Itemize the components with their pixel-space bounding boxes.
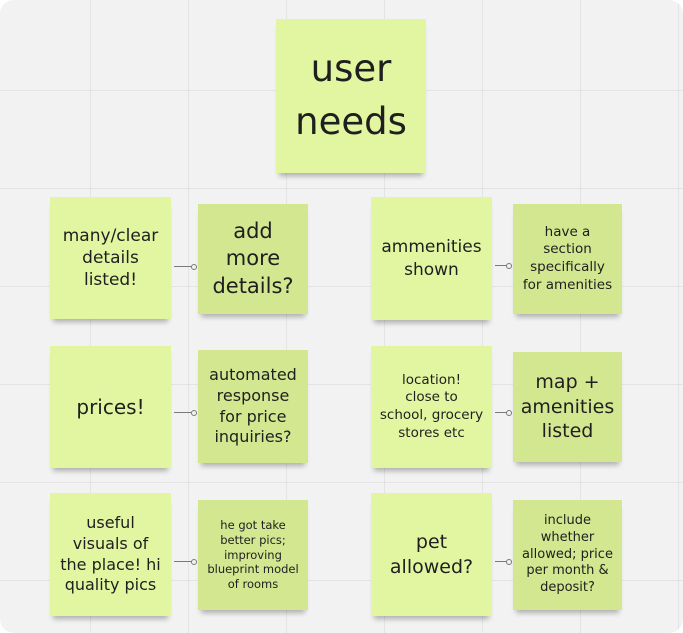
- connector-prices: [174, 409, 197, 416]
- sticky-note-solution-prices[interactable]: automated response for price inquiries?: [198, 350, 308, 463]
- sticky-note-solution-amenities[interactable]: have a section specifically for amenitie…: [513, 204, 622, 314]
- connector-details: [174, 263, 197, 270]
- connector-visuals: [174, 558, 197, 565]
- sticky-note-need-details[interactable]: many/clear details listed!: [50, 197, 171, 319]
- sticky-note-need-pets[interactable]: pet allowed?: [371, 493, 492, 616]
- sticky-note-need-visuals[interactable]: useful visuals of the place! hi quality …: [50, 493, 171, 616]
- sticky-note-need-prices[interactable]: prices!: [50, 346, 171, 468]
- sticky-note-solution-details[interactable]: add more details?: [198, 204, 308, 314]
- connector-location: [495, 409, 512, 416]
- sticky-note-solution-location[interactable]: map + amenities listed: [513, 352, 622, 462]
- sticky-note-solution-visuals[interactable]: he got take better pics; improving bluep…: [198, 500, 308, 610]
- sticky-note-solution-pets[interactable]: include whether allowed; price per month…: [513, 500, 622, 610]
- sticky-note-title[interactable]: user needs: [276, 19, 426, 173]
- connector-pets: [495, 558, 512, 565]
- sticky-note-need-amenities[interactable]: ammenities shown: [371, 197, 492, 320]
- sticky-note-need-location[interactable]: location! close to school, grocery store…: [371, 346, 492, 468]
- connector-amenities: [495, 262, 512, 269]
